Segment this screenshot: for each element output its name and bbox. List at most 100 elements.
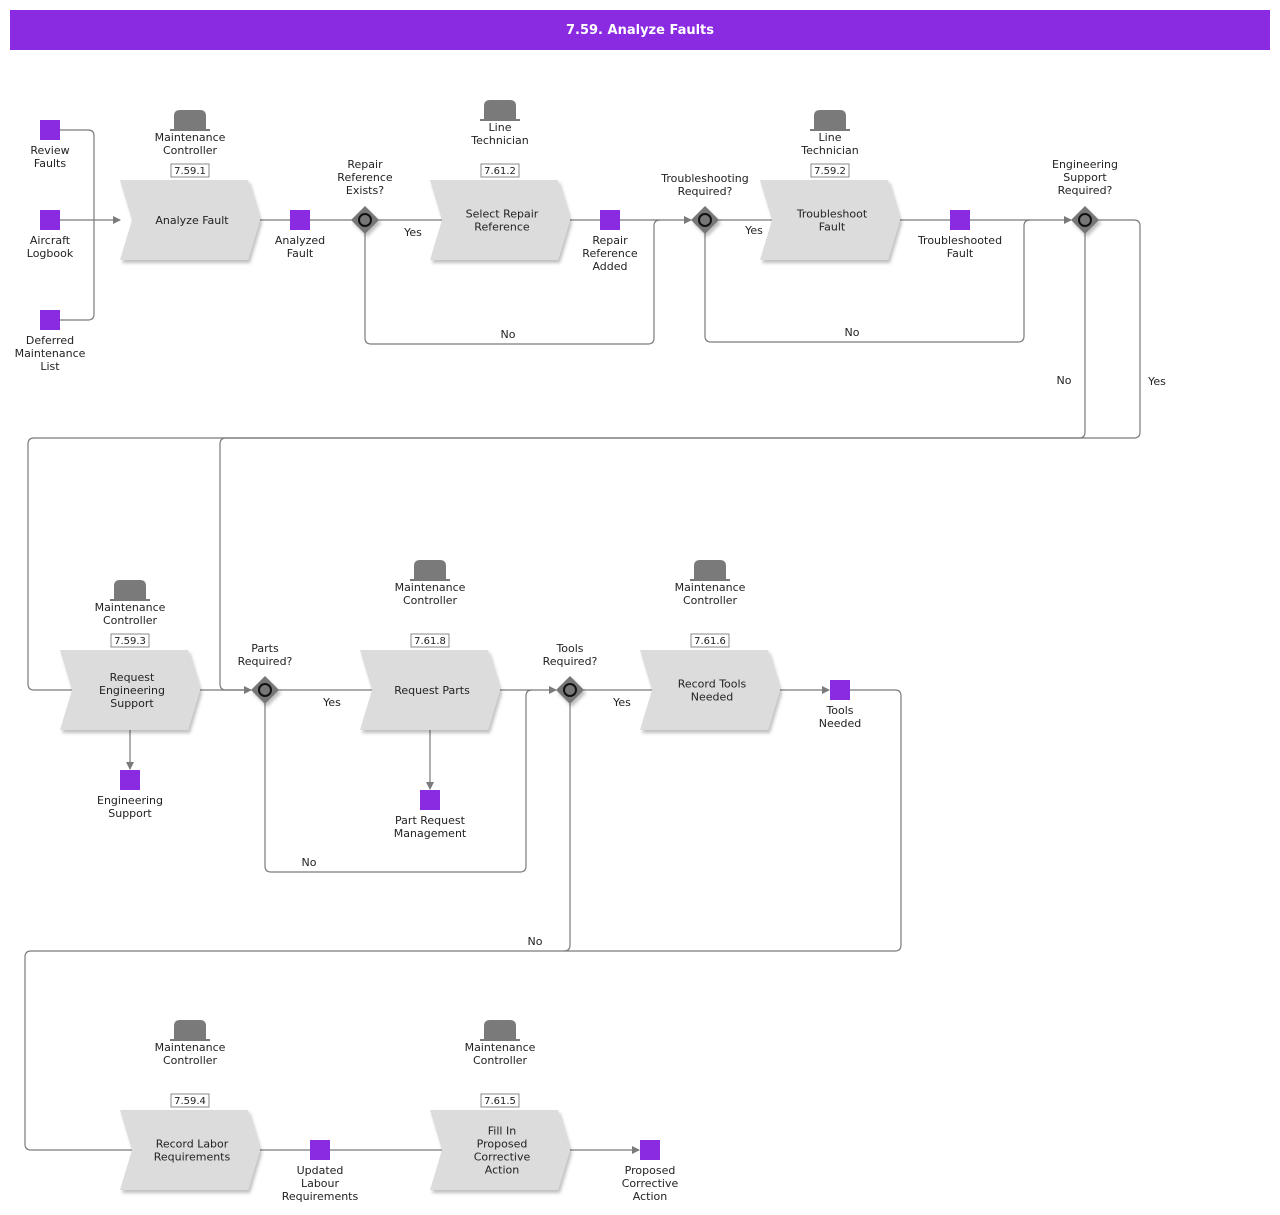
data-object-troubleshooted-fault[interactable] [950,210,970,230]
data-object-aircraft-logbook[interactable] [40,210,60,230]
function-shape [430,180,570,260]
flow-connector [563,703,571,952]
function-request-engineering-support[interactable] [60,650,200,730]
reference-number: 7.61.8 [414,636,446,647]
function-shape [760,180,900,260]
edge-label-engineering-no: No [1057,374,1072,387]
function-shape [120,1110,260,1190]
function-record-labor-requirements[interactable] [120,1110,260,1190]
function-record-tools-needed[interactable] [640,650,780,730]
function-shape [360,650,500,730]
edge-label-repair-no: No [501,328,516,341]
role-icon [170,110,210,131]
data-object-engineering-support[interactable] [120,770,140,790]
data-object-tools-needed[interactable] [830,680,850,700]
gateway-tools-required[interactable] [556,676,584,704]
reference-box [170,1093,210,1108]
edge-label-tools-yes: Yes [612,696,631,709]
edge-label-repair-yes: Yes [403,226,422,239]
data-object-review-faults[interactable] [40,120,60,140]
gateway-troubleshooting-required[interactable] [691,206,719,234]
reference-box [110,633,150,648]
reference-box [170,163,210,178]
function-troubleshoot-fault[interactable] [760,180,900,260]
gateway-engineering-support-required[interactable] [1071,206,1099,234]
function-shape [60,650,200,730]
flow-connector [27,219,1141,694]
edge-label-parts-yes: Yes [322,696,341,709]
reference-number: 7.59.3 [114,636,146,647]
role-icon [480,1020,520,1041]
data-object-updated-labour-requirements[interactable] [310,1140,330,1160]
role-icon [810,110,850,131]
function-shape [640,650,780,730]
edge-label-troubleshoot-yes: Yes [744,224,763,237]
data-object-part-request-management[interactable] [420,790,440,810]
reference-number: 7.61.2 [484,166,516,177]
flow-connector [704,219,1031,343]
data-object-proposed-corrective-action[interactable] [640,1140,660,1160]
flow-connector [219,233,1086,694]
function-label: Request Parts [394,684,470,697]
role-icon [110,580,150,601]
reference-number: 7.61.6 [694,636,726,647]
data-object-analyzed-fault[interactable] [290,210,310,230]
function-request-parts[interactable] [360,650,500,730]
reference-box [690,633,730,648]
diagram-title: 7.59. Analyze Faults [10,10,1270,50]
flow-connector [364,219,661,345]
function-select-repair-reference[interactable] [430,180,570,260]
function-analyze-fault[interactable] [120,180,260,260]
edge-label-troubleshoot-no: No [845,326,860,339]
reference-number: 7.59.1 [174,166,206,177]
function-shape [430,1110,570,1190]
edge-label-tools-no: No [528,935,543,948]
role-icon [410,560,450,581]
reference-number: 7.59.2 [814,166,846,177]
reference-number: 7.59.4 [174,1096,206,1107]
reference-number: 7.61.5 [484,1096,516,1107]
connector-layer [24,129,1141,1154]
gateway-parts-required[interactable] [251,676,279,704]
flow-connector [264,689,533,873]
reference-box [480,163,520,178]
function-fill-in-proposed-corrective-action[interactable] [430,1110,570,1190]
reference-box [410,633,450,648]
gateway-repair-reference-exists[interactable] [351,206,379,234]
edge-label-parts-no: No [302,856,317,869]
reference-box [480,1093,520,1108]
role-icon [690,560,730,581]
data-object-deferred-maintenance-list[interactable] [40,310,60,330]
role-icon [170,1020,210,1041]
data-object-repair-reference-added[interactable] [600,210,620,230]
